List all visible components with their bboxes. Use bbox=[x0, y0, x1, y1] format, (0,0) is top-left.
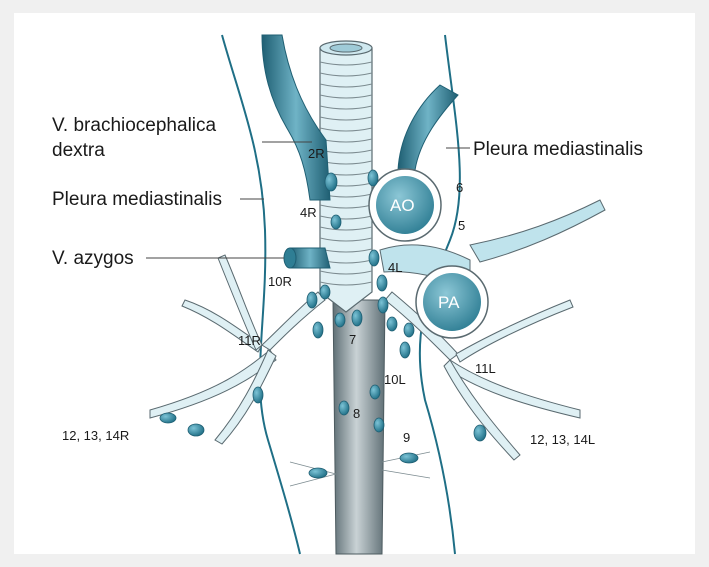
azygos-vein-end bbox=[284, 248, 296, 268]
lymph-node bbox=[370, 385, 380, 399]
lymph-node bbox=[368, 170, 378, 186]
label-pulmonary-artery: PA bbox=[438, 293, 460, 312]
label-station-11R: 11R bbox=[238, 333, 261, 348]
label-station-10R: 10R bbox=[268, 274, 292, 289]
lymph-node bbox=[335, 313, 345, 327]
label-station-2R: 2R bbox=[308, 146, 325, 161]
lymph-node bbox=[309, 468, 327, 478]
lymph-node bbox=[400, 453, 418, 463]
label-station-9: 9 bbox=[403, 430, 410, 445]
lymph-node bbox=[474, 425, 486, 441]
label-station-10L: 10L bbox=[384, 372, 406, 387]
subclavian-artery bbox=[398, 85, 458, 170]
lymph-node bbox=[400, 342, 410, 358]
lymph-node bbox=[325, 173, 337, 191]
label-station-6: 6 bbox=[456, 180, 463, 195]
label-station-7: 7 bbox=[349, 332, 356, 347]
lymph-node bbox=[313, 322, 323, 338]
label-aorta: AO bbox=[390, 196, 415, 215]
lymph-node bbox=[404, 323, 414, 337]
lymph-node bbox=[378, 297, 388, 313]
label-station-11L: 11L bbox=[475, 361, 496, 376]
lymph-node bbox=[374, 418, 384, 432]
label-pleura-left: Pleura mediastinalis bbox=[52, 189, 222, 210]
label-station-4L: 4L bbox=[388, 260, 402, 275]
lymph-node bbox=[307, 292, 317, 308]
label-stations-right: 12, 13, 14R bbox=[62, 428, 129, 443]
lymph-node bbox=[188, 424, 204, 436]
label-pleura-right: Pleura mediastinalis bbox=[473, 139, 643, 160]
pulmonary-artery-left-branch bbox=[470, 200, 605, 262]
lymph-node bbox=[377, 275, 387, 291]
lymph-node bbox=[331, 215, 341, 229]
label-station-4R: 4R bbox=[300, 205, 317, 220]
lymph-node bbox=[387, 317, 397, 331]
lymph-node bbox=[320, 285, 330, 299]
lymph-node bbox=[369, 250, 379, 266]
lymph-node bbox=[339, 401, 349, 415]
label-brachiocephalica-line1: V. brachiocephalica bbox=[52, 115, 217, 136]
label-stations-left: 12, 13, 14L bbox=[530, 432, 595, 447]
lymph-node bbox=[160, 413, 176, 423]
label-azygos: V. azygos bbox=[52, 248, 134, 269]
label-brachiocephalica-line2: dextra bbox=[52, 140, 105, 161]
lymph-node bbox=[253, 387, 263, 403]
lymph-node bbox=[352, 310, 362, 326]
label-station-5: 5 bbox=[458, 218, 465, 233]
label-station-8: 8 bbox=[353, 406, 360, 421]
